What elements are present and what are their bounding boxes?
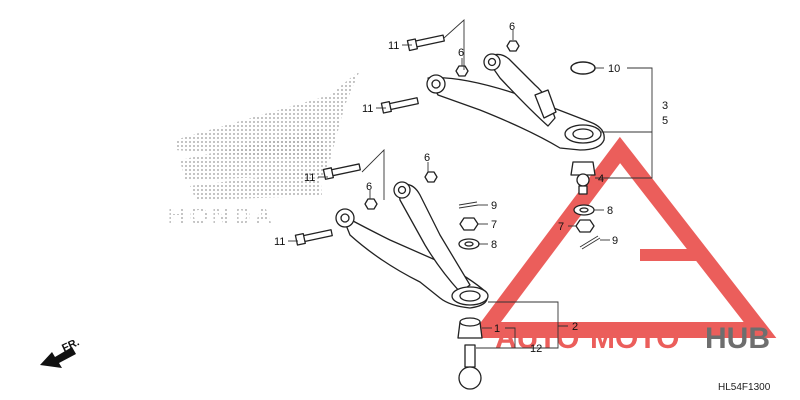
washer-right: [573, 204, 595, 216]
callout-5: 5: [662, 115, 668, 127]
bolt-lower-mid: [322, 163, 361, 180]
callout-7-right: 7: [558, 221, 564, 233]
automotohub-logo: AUTO MOTO HUB: [469, 136, 777, 355]
logo-text-auto: AUTO: [495, 322, 579, 355]
honda-wing-watermark: HONDA: [168, 70, 360, 230]
callout-1: 1: [494, 323, 500, 335]
callout-8-right: 8: [607, 205, 613, 217]
callout-7-left: 7: [491, 219, 497, 231]
upper-arm: [426, 53, 605, 151]
cotter-pin-upper: [458, 201, 479, 209]
callout-9-right: 9: [612, 235, 618, 247]
nut-lower-mid: [364, 198, 378, 210]
logo-text-moto: MOTO: [590, 322, 679, 355]
callout-11-upper-mid: 11: [362, 103, 373, 115]
castle-nut-left: [459, 217, 479, 231]
upper-ball-joint: [570, 161, 596, 195]
callout-labels: 11 6 6 11 10 3 5 4 11 6 6 9 7 8 7 9 11 8…: [274, 21, 668, 355]
callout-11-lower-mid: 11: [304, 172, 315, 184]
bolt-lower: [294, 229, 333, 246]
callout-6-top-right: 6: [509, 21, 515, 33]
bolt-upper-mid: [380, 97, 419, 114]
direction-label: FR.: [60, 336, 81, 354]
callout-6-lower-right: 6: [424, 152, 430, 164]
lower-arm: [335, 181, 489, 309]
front-direction-arrow: FR.: [40, 336, 81, 368]
cotter-pin-right: [579, 235, 601, 250]
callout-12: 12: [530, 343, 542, 355]
washer-left: [458, 238, 480, 250]
callout-6-top-mid: 6: [458, 47, 464, 59]
castle-nut-right: [575, 219, 595, 233]
callout-2: 2: [572, 321, 578, 333]
lower-ball-joint: [458, 344, 482, 390]
nut-lower-right: [424, 171, 438, 183]
nut-top-right: [506, 40, 520, 52]
lower-dust-boot: [457, 317, 483, 339]
logo-text-hub: HUB: [705, 322, 770, 355]
callout-11-lower: 11: [274, 236, 285, 248]
callout-9-upper: 9: [491, 200, 497, 212]
leader-lines: [288, 18, 653, 349]
callout-8-left: 8: [491, 239, 497, 251]
honda-watermark-text: HONDA: [168, 203, 276, 230]
callout-3: 3: [662, 100, 668, 112]
diagram-code: HL54F1300: [718, 382, 771, 393]
callout-4: 4: [598, 173, 604, 185]
callout-6-lower-mid: 6: [366, 181, 372, 193]
callout-11-top: 11: [388, 40, 399, 52]
bolt-upper-top: [406, 34, 445, 52]
callout-10: 10: [608, 63, 620, 75]
circlip: [570, 61, 596, 75]
nut-top-mid: [455, 65, 469, 77]
